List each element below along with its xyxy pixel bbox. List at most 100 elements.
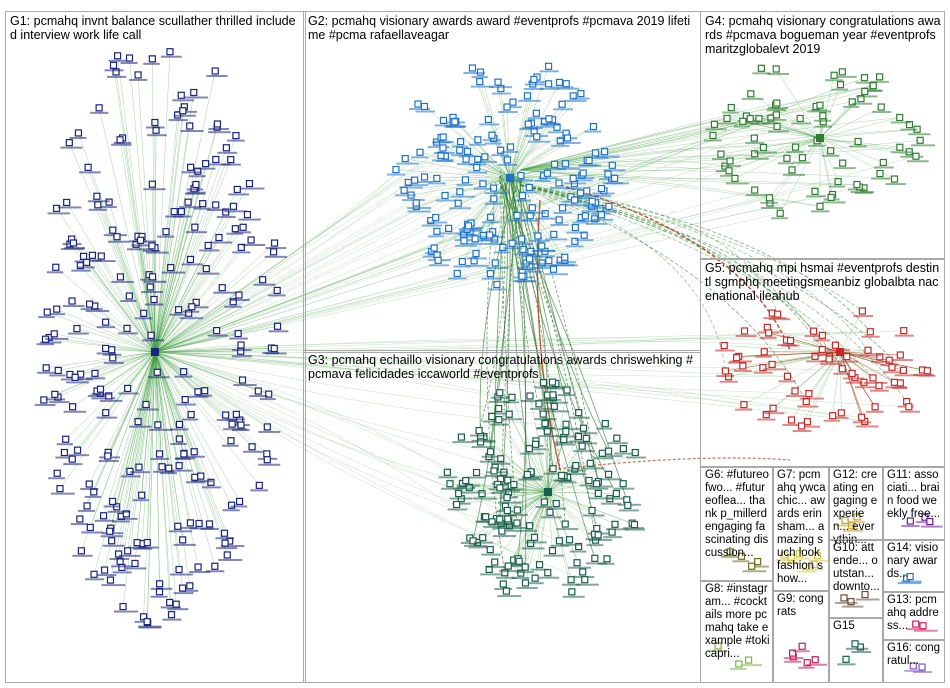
node-glyph	[502, 587, 510, 595]
graph-node	[804, 327, 826, 338]
node-glyph	[926, 517, 934, 526]
node-label-mark	[527, 140, 551, 143]
graph-node	[168, 522, 193, 533]
graph-node	[793, 154, 811, 164]
node-glyph	[462, 477, 470, 485]
node-label-mark	[486, 266, 509, 269]
node-label-mark	[47, 313, 66, 316]
node-label-mark	[796, 570, 817, 573]
graph-node	[745, 150, 769, 160]
graph-node	[768, 310, 791, 321]
node-glyph	[876, 353, 884, 361]
node-label-mark	[221, 444, 239, 447]
node-glyph	[170, 207, 178, 216]
graph-node	[268, 286, 286, 297]
node-label-mark	[553, 211, 572, 214]
graph-node	[539, 80, 559, 90]
node-glyph	[202, 160, 210, 168]
node-glyph	[495, 404, 503, 413]
graph-node	[527, 109, 548, 120]
edge	[154, 313, 189, 353]
graph-node	[836, 516, 856, 527]
node-label-mark	[37, 371, 60, 374]
graph-node	[55, 448, 72, 459]
node-label-mark	[607, 497, 630, 500]
node-glyph	[192, 298, 200, 306]
node-glyph	[548, 378, 557, 386]
node-label-mark	[733, 369, 752, 372]
node-label-mark	[467, 257, 488, 260]
node-glyph	[181, 395, 189, 404]
graph-node	[132, 491, 150, 502]
graph-node	[448, 269, 467, 280]
edge	[90, 351, 156, 528]
node-glyph	[869, 374, 877, 382]
node-label-mark	[832, 416, 849, 419]
node-glyph	[612, 489, 620, 498]
graph-node	[813, 331, 831, 342]
node-label-mark	[733, 125, 751, 128]
graph-node	[96, 318, 115, 329]
edge	[55, 267, 156, 353]
node-label-mark	[258, 430, 281, 433]
graph-node	[558, 386, 576, 397]
node-label-mark	[396, 162, 419, 165]
node-glyph	[726, 548, 734, 556]
graph-node	[224, 298, 242, 308]
node-glyph	[124, 384, 132, 393]
node-glyph	[505, 410, 513, 418]
node-label-mark	[436, 199, 456, 202]
node-glyph	[228, 420, 236, 428]
node-label-mark	[871, 177, 891, 180]
edge	[455, 121, 511, 179]
node-label-mark	[513, 199, 531, 202]
node-label-mark	[520, 270, 543, 273]
edge	[819, 129, 918, 139]
edge	[75, 351, 156, 378]
graph-node	[520, 255, 545, 265]
edge	[154, 337, 791, 353]
graph-node	[95, 566, 117, 577]
node-label-mark	[849, 145, 867, 148]
node-glyph	[509, 98, 517, 106]
node-label-mark	[141, 290, 163, 293]
edge	[499, 175, 547, 424]
node-glyph	[188, 303, 196, 311]
node-glyph	[43, 308, 51, 316]
node-label-mark	[782, 423, 804, 426]
node-glyph	[744, 656, 753, 664]
node-glyph	[798, 642, 806, 650]
node-label-mark	[497, 595, 522, 598]
edge	[154, 351, 865, 422]
graph-node	[67, 324, 89, 335]
node-glyph	[831, 341, 840, 349]
node-glyph	[513, 519, 521, 527]
node-label-mark	[911, 144, 936, 147]
node-label-mark	[535, 255, 556, 258]
node-label-mark	[479, 460, 504, 463]
node-label-mark	[599, 478, 623, 481]
graph-node	[833, 68, 857, 78]
node-glyph	[434, 256, 442, 264]
node-label-mark	[538, 576, 560, 579]
group-label-g16: G16: congratul...	[887, 642, 941, 667]
node-label-mark	[451, 145, 469, 148]
node-label-mark	[67, 332, 89, 335]
graph-node	[557, 80, 580, 90]
node-label-mark	[147, 134, 167, 137]
node-glyph	[493, 280, 501, 289]
node-label-mark	[129, 78, 148, 81]
node-glyph	[187, 163, 195, 171]
node-glyph	[148, 180, 156, 188]
node-label-mark	[764, 412, 785, 415]
node-glyph	[877, 103, 885, 111]
node-label-mark	[767, 107, 789, 110]
node-label-mark	[160, 55, 182, 58]
graph-node	[209, 233, 233, 244]
node-label-mark	[526, 448, 547, 451]
graph-node	[79, 163, 101, 174]
edge	[154, 351, 184, 372]
node-label-mark	[848, 520, 865, 523]
graph-node	[735, 327, 757, 337]
node-label-mark	[709, 649, 727, 652]
